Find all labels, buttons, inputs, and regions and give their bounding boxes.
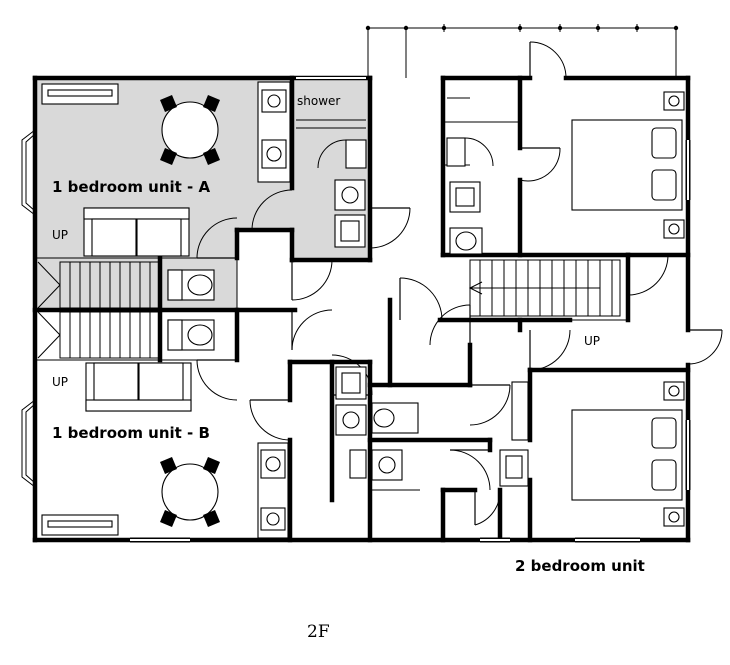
unit-b-label: 1 bedroom unit - B [52, 424, 210, 442]
kitchen-unit-b [257, 442, 289, 539]
tv-cabinet-unit-b [41, 514, 119, 536]
bay-window-a [21, 129, 36, 216]
up-label-unit-a: UP [52, 228, 68, 242]
shower-label: shower [297, 94, 340, 108]
bath-fixtures-unit-a [167, 77, 367, 301]
bath-fixtures-unit-b [167, 319, 419, 481]
tv-cabinet-unit-a [41, 83, 119, 105]
sofa-unit-a [83, 207, 190, 257]
two-bedroom-unit-label: 2 bedroom unit [515, 557, 645, 575]
stair-unit-b [37, 311, 161, 359]
unit-a-label: 1 bedroom unit - A [52, 178, 211, 196]
windows [130, 140, 691, 543]
up-label-2br: UP [584, 334, 600, 348]
kitchen-unit-a [257, 81, 291, 183]
stair-unit-a [37, 261, 161, 309]
bath-fixtures-2br-upper [446, 97, 494, 255]
up-label-unit-b: UP [52, 375, 68, 389]
bath-fixtures-2br-lower [499, 381, 529, 487]
dining-table-unit-b [160, 457, 220, 527]
bay-window-b [21, 399, 36, 488]
dining-table-unit-a [160, 95, 220, 165]
stair-2br [468, 259, 621, 317]
bed-2br-upper [571, 91, 685, 239]
balcony-rail [365, 24, 679, 78]
sofa-unit-b [85, 362, 192, 412]
floor-label: 2F [307, 622, 330, 642]
bed-2br-lower [571, 381, 685, 527]
